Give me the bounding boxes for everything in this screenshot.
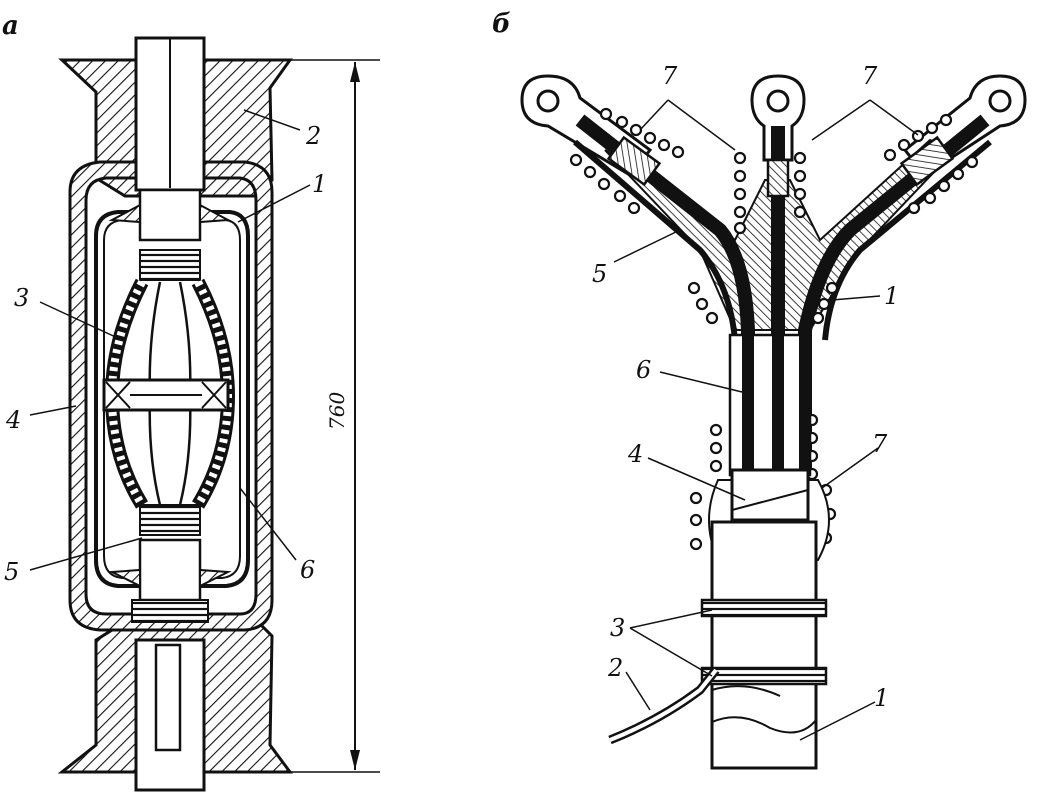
core-left — [575, 114, 755, 470]
dimension-line — [290, 59, 380, 773]
label-a-3: 3 — [14, 284, 29, 312]
label-a-4: 4 — [5, 406, 21, 434]
cable-sheath-end — [730, 468, 810, 522]
label-b-7-lower: 7 — [872, 430, 888, 458]
label-b-1-top: 1 — [884, 282, 899, 310]
label-b-1-bottom: 1 — [874, 684, 889, 712]
binding-ring-lower — [700, 666, 828, 686]
lower-core-sleeve — [139, 504, 201, 536]
label-b-4: 4 — [627, 440, 643, 468]
core-right — [798, 114, 990, 470]
label-b-6: 6 — [636, 356, 651, 384]
inner-casing-line — [103, 219, 241, 579]
binding-ring-upper — [700, 598, 828, 618]
upper-core-sleeve — [138, 188, 202, 242]
sleeve-center — [766, 158, 790, 198]
label-a-1: 1 — [312, 170, 327, 198]
tape-coils — [569, 107, 979, 551]
cable-lug-center — [750, 74, 806, 162]
figure-a-epoxy-joint: 760 а 2 1 3 4 5 6 — [2, 11, 380, 792]
sleeve-left — [606, 135, 662, 187]
outer-housing — [68, 160, 274, 632]
label-b-2: 2 — [607, 654, 623, 682]
panel-label-b: б — [492, 9, 511, 39]
label-b-7-left: 7 — [662, 62, 678, 90]
label-b-3: 3 — [610, 614, 625, 642]
label-a-5: 5 — [4, 558, 19, 586]
sleeve-right — [899, 135, 955, 187]
label-a-6: 6 — [300, 556, 315, 584]
cable-body — [710, 520, 818, 770]
figure-b-cable-termination: б — [492, 9, 1027, 770]
label-a-2: 2 — [305, 122, 321, 150]
dimension-value: 760 — [325, 392, 349, 430]
label-b-7-right: 7 — [862, 62, 878, 90]
earth-wire — [608, 667, 720, 745]
label-b-5: 5 — [592, 260, 607, 288]
panel-label-a: а — [2, 11, 19, 41]
